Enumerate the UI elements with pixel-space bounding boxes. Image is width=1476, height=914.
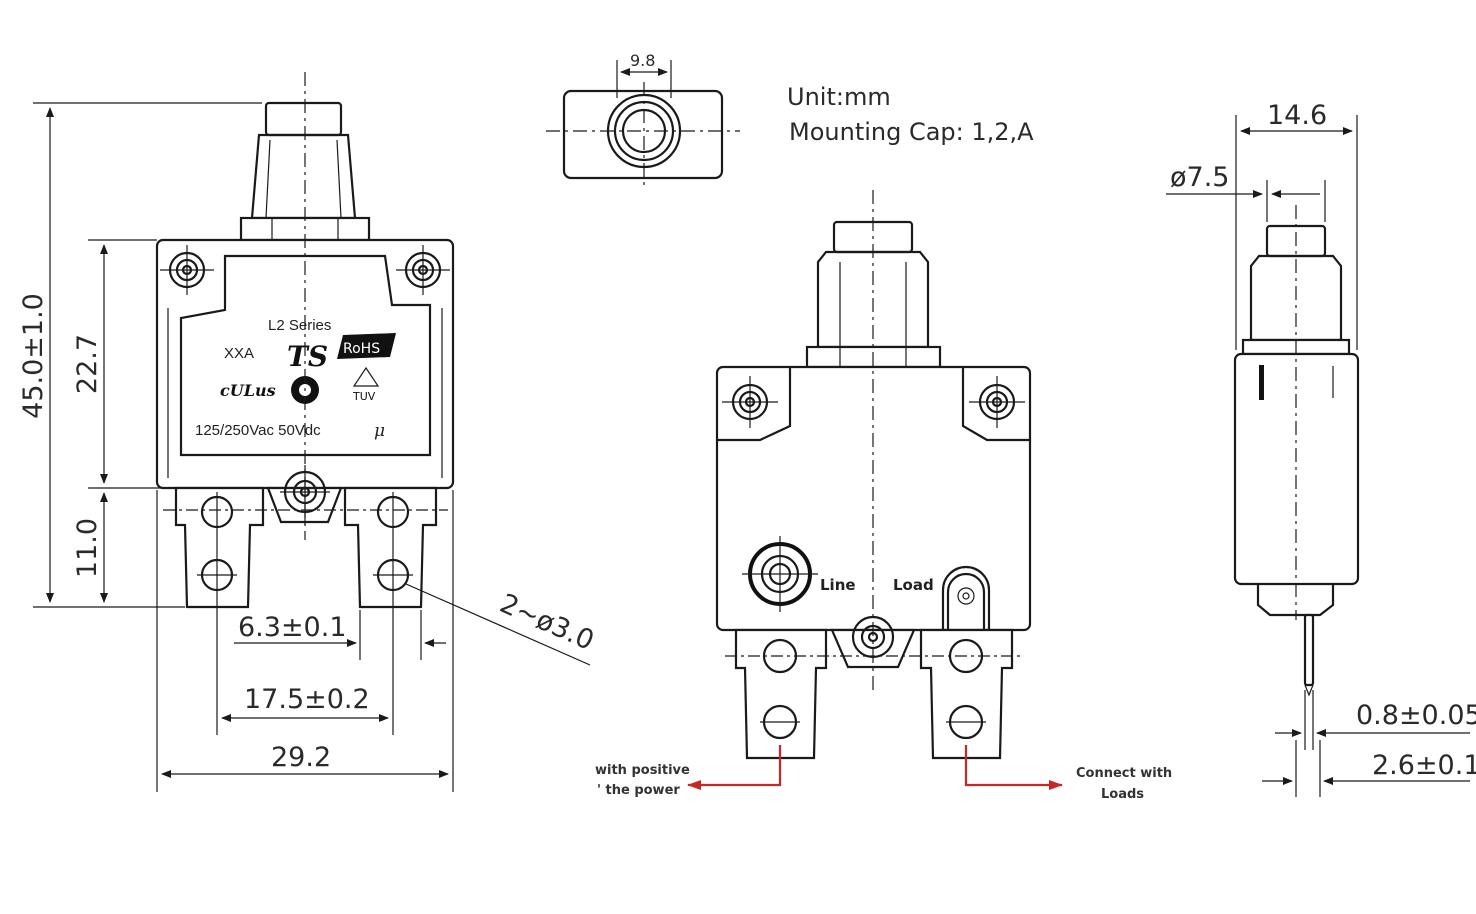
line-label: Line: [820, 576, 856, 594]
line-note-1: with positive: [595, 763, 690, 778]
brand-logo: TS: [287, 340, 328, 373]
dim-body-width: 29.2: [271, 742, 331, 773]
mu-symbol-icon: μ: [374, 421, 385, 441]
unit-note: Unit:mm: [787, 83, 891, 111]
series-label: L2 Series: [268, 317, 331, 334]
rear-terminal-line: [734, 628, 828, 760]
line-note-2: ' the power: [597, 783, 680, 798]
dim-body-height: 22.7: [72, 334, 103, 394]
svg-text:RoHS: RoHS: [343, 341, 380, 357]
voltage-rating: 125/250Vac 50Vdc: [195, 422, 321, 439]
rear-view: Line Load with positive ' the power Conn…: [595, 190, 1172, 802]
mounting-cap-view: 9.8: [546, 51, 740, 190]
dim-cap-width: 9.8: [630, 51, 655, 70]
side-terminal-blade: [1303, 613, 1315, 687]
dim-button-diameter: ø7.5: [1170, 162, 1229, 193]
dim-terminal-offset: 2.6±0.1: [1372, 750, 1476, 781]
front-button-cap: [264, 101, 343, 137]
front-terminal-left: [174, 486, 265, 609]
rating-code: XXA: [224, 345, 254, 362]
front-label-panel: [179, 254, 432, 457]
rear-terminal-hole-icon: [760, 638, 986, 740]
front-terminal-right: [343, 486, 438, 609]
terminal-hole-icon: [197, 492, 413, 735]
rear-screw-left-icon: [722, 376, 778, 428]
rohs-badge: RoHS: [337, 333, 396, 359]
rear-screw-right-icon: [969, 376, 1025, 428]
side-view: 14.6 ø7.5 0.8±0.05 2.6±0.1: [1166, 100, 1476, 797]
dim-terminal-spacing: 17.5±0.2: [244, 684, 370, 715]
dim-terminal-height: 11.0: [72, 518, 103, 578]
line-arrow-icon: [687, 745, 782, 790]
svg-text:TUV: TUV: [352, 390, 376, 403]
line-terminal-post-icon: [742, 536, 818, 612]
dim-terminal-thickness: 0.8±0.05: [1356, 700, 1476, 731]
rear-terminal-load: [919, 628, 1014, 760]
load-note-1: Connect with: [1076, 766, 1172, 781]
front-screw-left-icon: [160, 245, 214, 295]
front-view: L2 Series XXA TS RoHS cULus TUV 125/250V…: [155, 72, 455, 735]
dim-side-width: 14.6: [1267, 100, 1327, 131]
ul-mark: cULus: [220, 381, 276, 400]
front-button-stem: [250, 133, 357, 220]
tuv-mark-icon: TUV: [352, 366, 380, 403]
front-screw-right-icon: [396, 245, 450, 295]
mounting-cap-note: Mounting Cap: 1,2,A: [789, 118, 1034, 146]
dim-overall-height: 45.0±1.0: [18, 293, 49, 419]
load-note-2: Loads: [1101, 787, 1144, 802]
load-arrow-icon: [964, 745, 1063, 790]
load-label: Load: [893, 576, 934, 594]
dim-terminal-width: 6.3±0.1: [238, 612, 347, 643]
